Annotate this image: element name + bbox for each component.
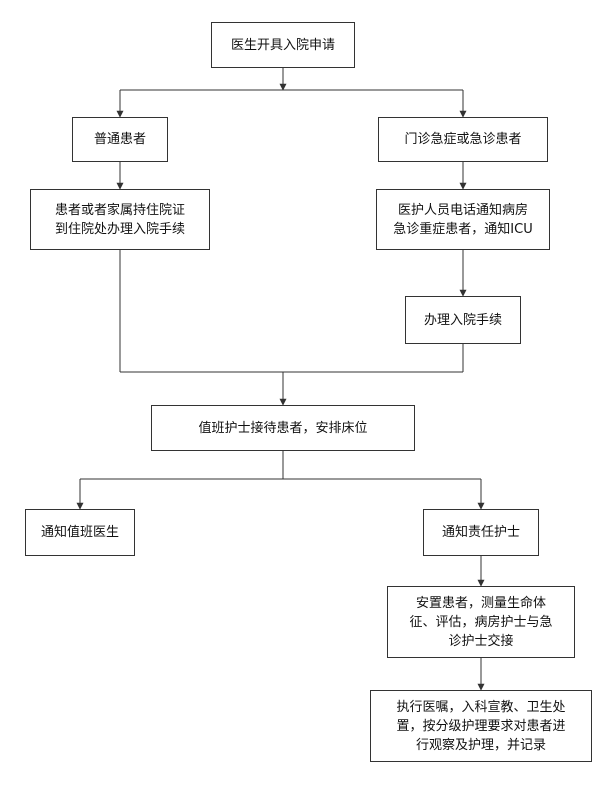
- node-notify-doctor: 通知值班医生: [25, 509, 135, 556]
- node-emergency-patient: 门诊急症或急诊患者: [378, 117, 548, 162]
- node-admission-procedure: 办理入院手续: [405, 296, 521, 344]
- node-notify-ward: 医护人员电话通知病房 急诊重症患者，通知ICU: [376, 189, 550, 250]
- node-receive-patient: 值班护士接待患者，安排床位: [151, 405, 415, 451]
- node-notify-nurse: 通知责任护士: [423, 509, 539, 556]
- node-apply: 医生开具入院申请: [211, 22, 355, 68]
- node-settle-patient: 安置患者，测量生命体 征、评估，病房护士与急 诊护士交接: [387, 586, 575, 658]
- node-normal-patient: 普通患者: [72, 117, 168, 162]
- node-family-admission: 患者或者家属持住院证 到住院处办理入院手续: [30, 189, 210, 250]
- node-execute-orders: 执行医嘱，入科宣教、卫生处 置，按分级护理要求对患者进 行观察及护理，并记录: [370, 690, 592, 762]
